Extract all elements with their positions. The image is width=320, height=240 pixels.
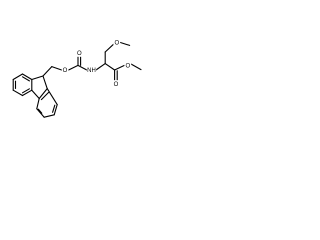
atom-label-ester-ether-o: O xyxy=(125,64,130,70)
fmoc-linker xyxy=(42,55,88,77)
atom-label-ester-carbonyl-o: O xyxy=(114,82,119,88)
atom-label-methoxy-o: O xyxy=(114,40,119,46)
fluorene-right-ring xyxy=(36,88,58,118)
molecule-structure: O O NH O O O xyxy=(12,38,142,118)
atom-label-nh: NH xyxy=(87,68,96,74)
serine-backbone xyxy=(95,41,142,81)
fluorene-left-ring xyxy=(12,73,33,97)
fluorene-five-ring xyxy=(31,75,48,100)
atom-labels: O O NH O O O xyxy=(61,38,132,88)
atom-label-carbamate-ether-o: O xyxy=(63,68,68,74)
atom-label-carbamate-carbonyl-o: O xyxy=(77,51,82,57)
